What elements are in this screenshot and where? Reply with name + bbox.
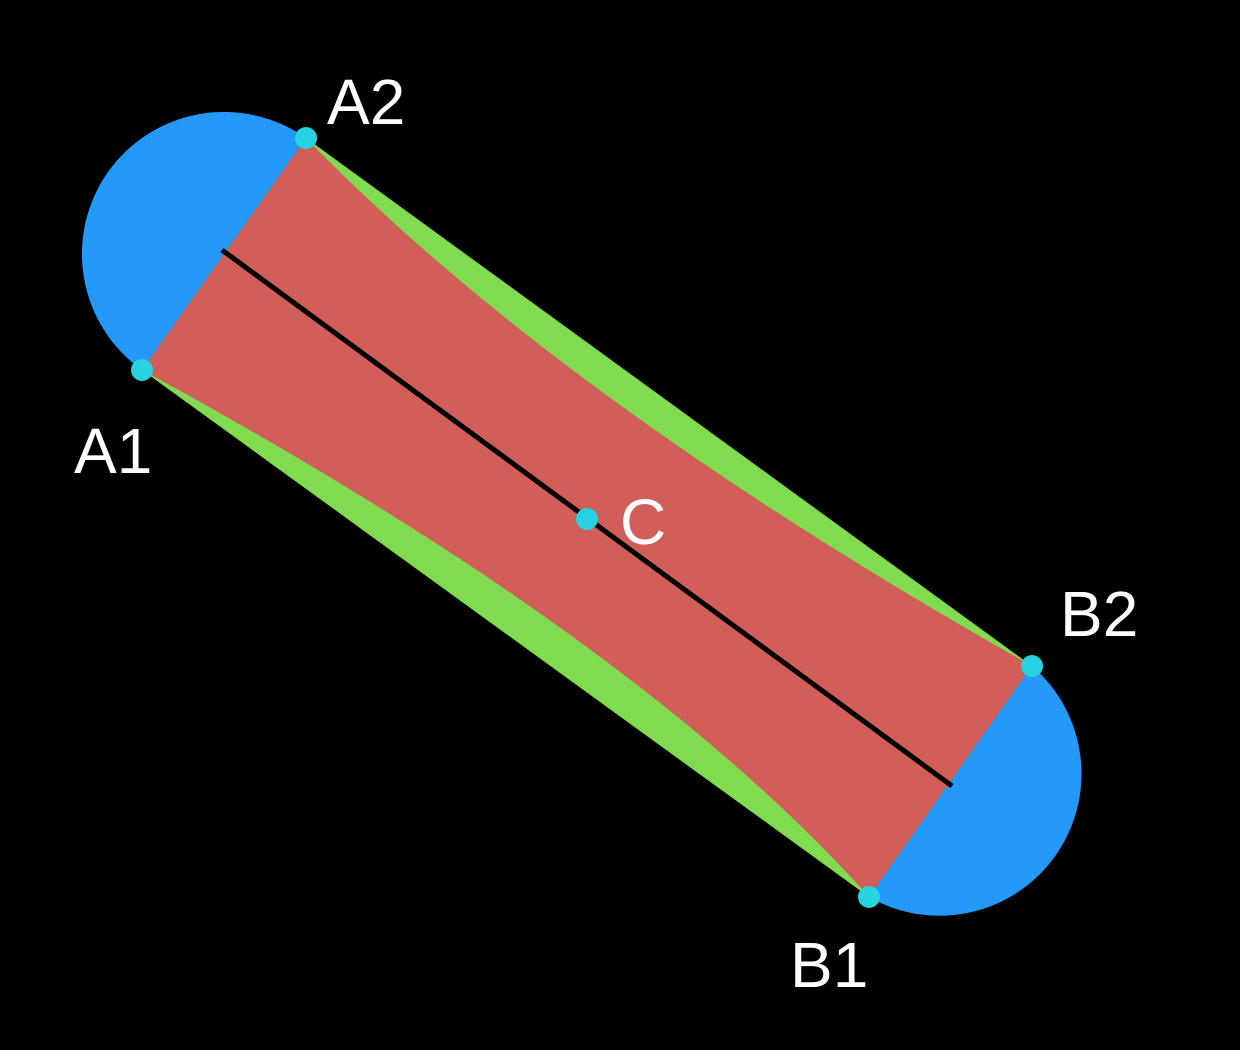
end-cap-b xyxy=(869,666,1082,916)
label-b2: B2 xyxy=(1060,578,1138,650)
point-b2 xyxy=(1021,655,1043,677)
point-a1 xyxy=(131,359,153,381)
label-b1: B1 xyxy=(790,929,868,1001)
point-c xyxy=(576,508,598,530)
end-cap-a xyxy=(81,111,306,370)
label-a1: A1 xyxy=(74,415,152,487)
point-b1 xyxy=(858,886,880,908)
point-a2 xyxy=(295,127,317,149)
label-a2: A2 xyxy=(327,66,405,138)
label-c: C xyxy=(620,486,666,558)
